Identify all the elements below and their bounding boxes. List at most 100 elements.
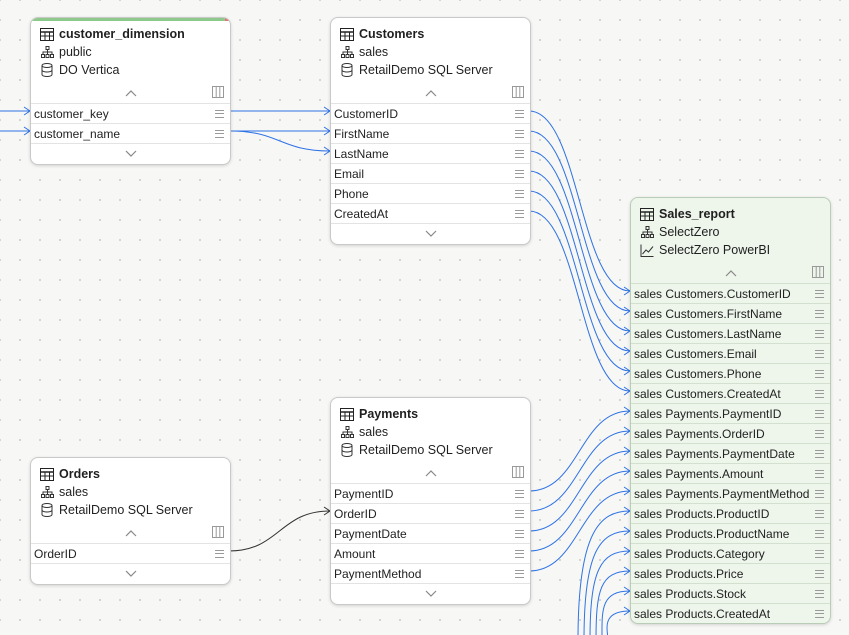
lineage-edge[interactable] (528, 170, 631, 352)
node-payments[interactable]: Payments sales RetailDemo SQL Server Pay… (330, 397, 531, 605)
column-row[interactable]: CreatedAt (331, 203, 530, 223)
lineage-edge[interactable] (601, 590, 631, 635)
lineage-edge[interactable] (528, 110, 631, 292)
drag-handle-icon[interactable] (515, 509, 524, 518)
drag-handle-icon[interactable] (815, 609, 824, 618)
chevron-down-icon[interactable] (123, 567, 139, 581)
column-row[interactable]: sales Products.Category (631, 543, 830, 563)
column-row[interactable]: PaymentMethod (331, 563, 530, 583)
chevron-up-icon[interactable] (723, 266, 739, 280)
lineage-edge[interactable] (528, 130, 631, 312)
column-row[interactable]: sales Payments.OrderID (631, 423, 830, 443)
drag-handle-icon[interactable] (815, 369, 824, 378)
drag-handle-icon[interactable] (815, 409, 824, 418)
column-row[interactable]: sales Customers.LastName (631, 323, 830, 343)
chevron-up-icon[interactable] (423, 466, 439, 480)
column-row[interactable]: customer_name (31, 123, 230, 143)
column-row[interactable]: sales Products.CreatedAt (631, 603, 830, 623)
column-row[interactable]: sales Customers.Email (631, 343, 830, 363)
drag-handle-icon[interactable] (815, 429, 824, 438)
drag-handle-icon[interactable] (215, 549, 224, 558)
column-row[interactable]: sales Payments.PaymentMethod (631, 483, 830, 503)
drag-handle-icon[interactable] (815, 349, 824, 358)
lineage-edge[interactable] (583, 530, 631, 635)
column-row[interactable]: sales Products.ProductID (631, 503, 830, 523)
drag-handle-icon[interactable] (815, 589, 824, 598)
lineage-edge[interactable] (528, 210, 631, 392)
lineage-edge[interactable] (229, 130, 331, 152)
column-row[interactable]: sales Products.Price (631, 563, 830, 583)
columns-icon[interactable] (812, 266, 824, 278)
column-row[interactable]: sales Payments.Amount (631, 463, 830, 483)
lineage-edge[interactable] (606, 610, 631, 635)
drag-handle-icon[interactable] (815, 309, 824, 318)
lineage-edge[interactable] (528, 190, 631, 372)
node-customers[interactable]: Customers sales RetailDemo SQL Server Cu… (330, 17, 531, 245)
lineage-edge[interactable] (528, 450, 631, 532)
drag-handle-icon[interactable] (515, 569, 524, 578)
drag-handle-icon[interactable] (815, 469, 824, 478)
column-row[interactable]: OrderID (31, 543, 230, 563)
column-row[interactable]: sales Payments.PaymentDate (631, 443, 830, 463)
drag-handle-icon[interactable] (515, 489, 524, 498)
column-row[interactable]: sales Customers.CustomerID (631, 283, 830, 303)
drag-handle-icon[interactable] (515, 109, 524, 118)
chevron-up-icon[interactable] (423, 86, 439, 100)
chevron-down-icon[interactable] (123, 147, 139, 161)
column-row[interactable]: Amount (331, 543, 530, 563)
columns-icon[interactable] (212, 86, 224, 98)
drag-handle-icon[interactable] (815, 329, 824, 338)
columns-icon[interactable] (512, 466, 524, 478)
column-row[interactable]: PaymentID (331, 483, 530, 503)
lineage-edge[interactable] (528, 410, 631, 492)
lineage-edge[interactable] (528, 470, 631, 552)
column-row[interactable]: customer_key (31, 103, 230, 123)
chevron-down-icon[interactable] (423, 227, 439, 241)
drag-handle-icon[interactable] (515, 209, 524, 218)
node-sales-report[interactable]: Sales_report SelectZero SelectZero Power… (630, 197, 831, 624)
drag-handle-icon[interactable] (515, 129, 524, 138)
lineage-edge[interactable] (528, 150, 631, 332)
lineage-edge[interactable] (577, 510, 631, 635)
drag-handle-icon[interactable] (815, 529, 824, 538)
drag-handle-icon[interactable] (515, 149, 524, 158)
drag-handle-icon[interactable] (215, 109, 224, 118)
drag-handle-icon[interactable] (515, 549, 524, 558)
drag-handle-icon[interactable] (815, 509, 824, 518)
drag-handle-icon[interactable] (815, 569, 824, 578)
column-row[interactable]: sales Customers.CreatedAt (631, 383, 830, 403)
columns-icon[interactable] (212, 526, 224, 538)
drag-handle-icon[interactable] (815, 289, 824, 298)
lineage-edge[interactable] (589, 550, 631, 635)
join-edge[interactable] (228, 510, 331, 552)
drag-handle-icon[interactable] (815, 489, 824, 498)
drag-handle-icon[interactable] (515, 189, 524, 198)
column-row[interactable]: Phone (331, 183, 530, 203)
drag-handle-icon[interactable] (815, 389, 824, 398)
drag-handle-icon[interactable] (515, 169, 524, 178)
chevron-up-icon[interactable] (123, 526, 139, 540)
column-row[interactable]: OrderID (331, 503, 530, 523)
chevron-up-icon[interactable] (123, 86, 139, 100)
node-orders[interactable]: Orders sales RetailDemo SQL Server Order… (30, 457, 231, 585)
drag-handle-icon[interactable] (215, 129, 224, 138)
column-row[interactable]: sales Products.Stock (631, 583, 830, 603)
drag-handle-icon[interactable] (515, 529, 524, 538)
lineage-edge[interactable] (595, 570, 631, 635)
column-row[interactable]: Email (331, 163, 530, 183)
column-row[interactable]: sales Customers.FirstName (631, 303, 830, 323)
drag-handle-icon[interactable] (815, 449, 824, 458)
column-row[interactable]: sales Payments.PaymentID (631, 403, 830, 423)
column-row[interactable]: sales Customers.Phone (631, 363, 830, 383)
chevron-down-icon[interactable] (423, 587, 439, 601)
drag-handle-icon[interactable] (815, 549, 824, 558)
lineage-edge[interactable] (528, 430, 631, 512)
lineage-edge[interactable] (528, 490, 631, 572)
columns-icon[interactable] (512, 86, 524, 98)
node-customer-dimension[interactable]: customer_dimension public DO Vertica cus… (30, 17, 231, 165)
column-row[interactable]: PaymentDate (331, 523, 530, 543)
column-row[interactable]: LastName (331, 143, 530, 163)
column-row[interactable]: CustomerID (331, 103, 530, 123)
column-row[interactable]: FirstName (331, 123, 530, 143)
column-row[interactable]: sales Products.ProductName (631, 523, 830, 543)
